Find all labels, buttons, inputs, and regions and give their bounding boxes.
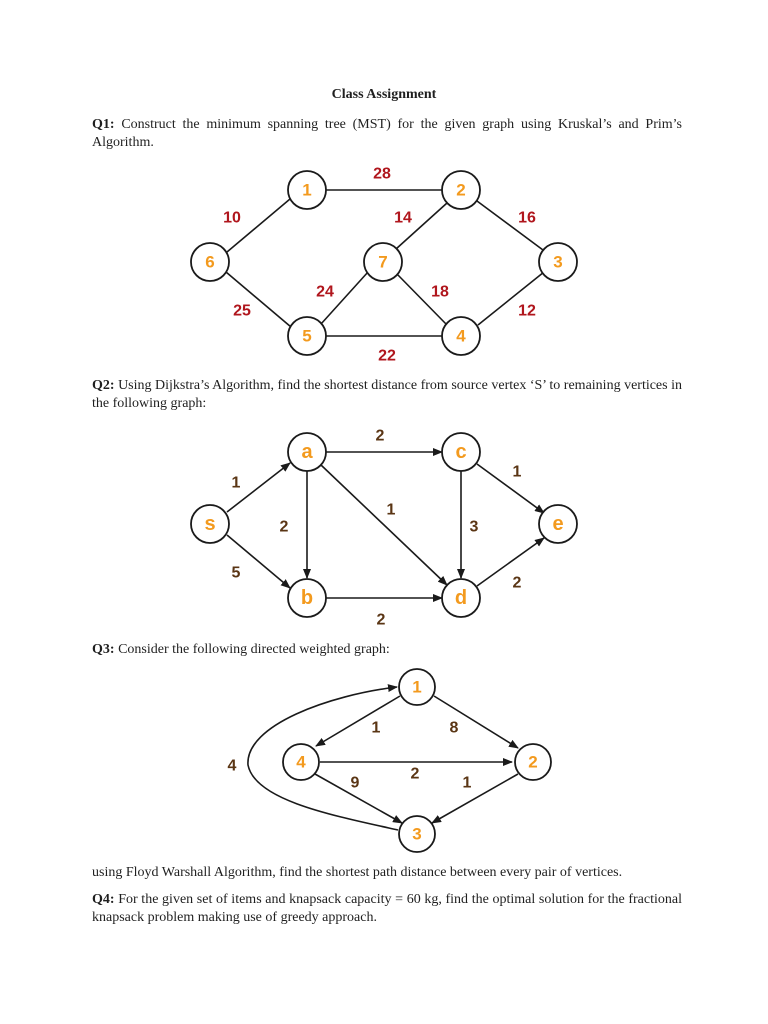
weight-label: 14 — [394, 210, 412, 227]
q3-node-2: 2 — [514, 743, 552, 781]
weight-label: 16 — [518, 210, 536, 227]
q3-node-3: 3 — [398, 815, 436, 853]
node-label: 3 — [412, 825, 421, 844]
q2-node-s: s — [190, 504, 230, 544]
node-label: 7 — [378, 253, 387, 272]
q2-node-a: a — [287, 432, 327, 472]
edge-1-2 — [433, 695, 519, 749]
edge-3-4 — [477, 271, 545, 326]
q3-text: Consider the following directed weighted… — [114, 642, 390, 657]
q3-label: Q3: — [92, 642, 115, 657]
node-label: a — [301, 441, 313, 463]
weight-label: 1 — [372, 720, 381, 737]
node-label: s — [204, 513, 215, 535]
weight-label: 1 — [463, 775, 472, 792]
q3-paragraph: Q3: Consider the following directed weig… — [92, 641, 682, 659]
q1-node-5: 5 — [287, 316, 327, 356]
node-label: 2 — [528, 753, 537, 772]
weight-label: 2 — [411, 766, 420, 783]
weight-label: 2 — [280, 519, 289, 536]
node-label: 5 — [302, 327, 311, 346]
node-label: 6 — [205, 253, 214, 272]
edge-d-e — [476, 537, 545, 587]
weight-label: 28 — [373, 166, 391, 183]
q2-paragraph: Q2: Using Dijkstra’s Algorithm, find the… — [92, 377, 682, 413]
node-label: 3 — [553, 253, 562, 272]
q1-node-4: 4 — [441, 316, 481, 356]
weight-label: 10 — [223, 210, 241, 227]
q1-graph: 1 2 3 4 5 6 7 28 10 14 16 24 18 25 12 22 — [190, 166, 578, 365]
q4-paragraph: Q4: For the given set of items and knaps… — [92, 891, 682, 927]
weight-label: 25 — [233, 303, 251, 320]
weight-label: 12 — [518, 303, 536, 320]
edge-2-7 — [395, 202, 448, 250]
edge-6-5 — [225, 271, 292, 328]
node-label: e — [552, 513, 563, 535]
edge-s-b — [226, 534, 291, 589]
edge-a-d — [320, 464, 448, 586]
q3-node-1: 1 — [398, 668, 436, 706]
q1-node-3: 3 — [538, 242, 578, 282]
q2-graph: s a b c d e 2 1 1 3 2 5 2 2 1 — [190, 428, 578, 629]
node-label: 1 — [412, 678, 421, 697]
weight-label: 4 — [228, 758, 237, 775]
edge-1-6 — [226, 198, 291, 253]
q1-text: Construct the minimum spanning tree (MST… — [92, 117, 682, 150]
edge-2-3 — [476, 200, 544, 251]
edge-7-5 — [320, 271, 369, 325]
node-label: 2 — [456, 181, 465, 200]
q3-graph: 1 2 3 4 1 8 4 9 2 1 — [228, 668, 552, 853]
q2-node-e: e — [538, 504, 578, 544]
weight-label: 18 — [431, 284, 449, 301]
q1-label: Q1: — [92, 117, 115, 132]
page-title: Class Assignment — [331, 87, 437, 102]
edge-c-e — [476, 463, 545, 514]
q2-node-d: d — [441, 578, 481, 618]
weight-label: 22 — [378, 348, 396, 365]
edge-s-a — [226, 462, 291, 513]
q2-node-b: b — [287, 578, 327, 618]
q2-node-c: c — [441, 432, 481, 472]
q2-label: Q2: — [92, 378, 115, 393]
q1-node-7: 7 — [363, 242, 403, 282]
edge-1-4 — [315, 695, 401, 747]
node-label: c — [455, 441, 466, 463]
node-label: b — [301, 587, 313, 609]
weight-label: 1 — [387, 502, 396, 519]
weight-label: 1 — [232, 475, 241, 492]
weight-label: 2 — [377, 612, 386, 629]
weight-label: 1 — [513, 464, 522, 481]
q3-node-4: 4 — [282, 743, 320, 781]
weight-label: 24 — [316, 284, 334, 301]
q4-label: Q4: — [92, 892, 115, 907]
weight-label: 5 — [232, 565, 241, 582]
weight-label: 2 — [513, 575, 522, 592]
edge-3-1-curve — [247, 684, 399, 831]
q3-followup: using Floyd Warshall Algorithm, find the… — [92, 865, 623, 880]
q1-node-1: 1 — [287, 170, 327, 210]
q1-paragraph: Q1: Construct the minimum spanning tree … — [92, 116, 682, 152]
q4-text: For the given set of items and knapsack … — [92, 892, 682, 925]
weight-label: 9 — [351, 775, 360, 792]
edge-7-4 — [395, 272, 448, 326]
edge-4-3 — [314, 773, 403, 824]
node-label: d — [455, 587, 467, 609]
edge-2-3 — [431, 773, 519, 824]
node-label: 4 — [456, 327, 466, 346]
node-label: 1 — [302, 181, 311, 200]
q2-text: Using Dijkstra’s Algorithm, find the sho… — [92, 378, 682, 411]
weight-label: 8 — [450, 720, 459, 737]
weight-label: 2 — [376, 428, 385, 445]
q1-node-6: 6 — [190, 242, 230, 282]
q1-node-2: 2 — [441, 170, 481, 210]
weight-label: 3 — [470, 519, 479, 536]
node-label: 4 — [296, 753, 306, 772]
